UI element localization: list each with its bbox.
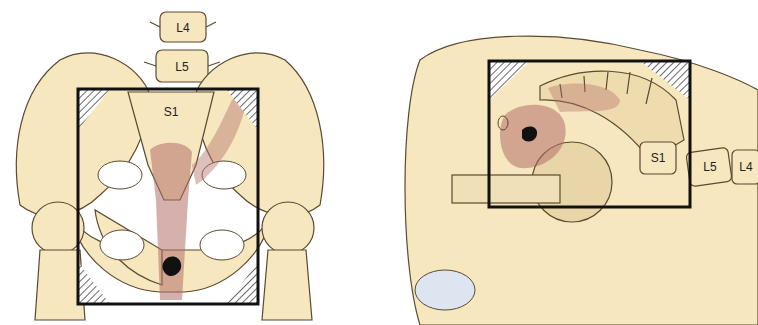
vertebra-label: L5 bbox=[703, 161, 716, 173]
vertebra-label: S1 bbox=[164, 106, 179, 118]
vertebra-label: L5 bbox=[175, 61, 188, 73]
vertebra-label: L4 bbox=[176, 22, 189, 34]
vertebra-label: L4 bbox=[739, 161, 752, 173]
vertebra-label: S1 bbox=[651, 152, 666, 164]
